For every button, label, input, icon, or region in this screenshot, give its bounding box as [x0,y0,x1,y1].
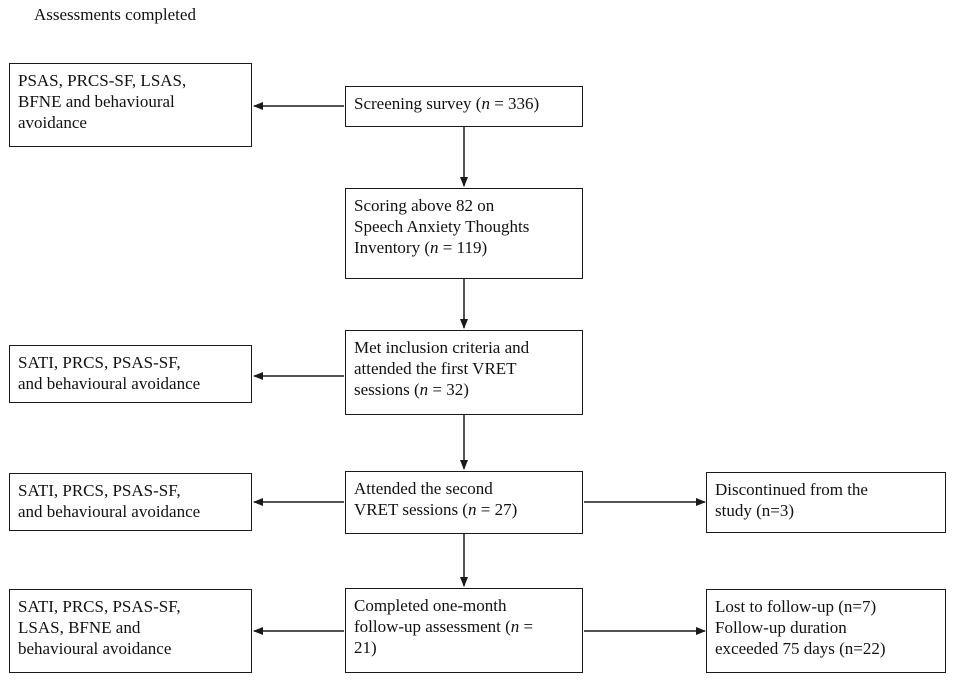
discontinued-box: Discontinued from the study (n=3) [706,472,946,533]
assessment-line: SATI, PRCS, PSAS-SF, [18,353,181,372]
assessment-box-first-vret: SATI, PRCS, PSAS-SF, and behavioural avo… [9,345,252,403]
inclusion-line-3: sessions (n = 32) [354,380,469,399]
followup-line-3: 21) [354,638,377,657]
assessment-line: LSAS, BFNE and [18,618,141,637]
second-vret-line-2: VRET sessions (n = 27) [354,500,518,519]
lost-to-followup-box: Lost to follow-up (n=7) Follow-up durati… [706,589,946,673]
lost-line: Lost to follow-up (n=7) [715,597,877,616]
inclusion-line-2: attended the first VRET [354,359,517,378]
assessment-line: and behavioural avoidance [18,374,201,393]
scoring-line-2: Speech Anxiety Thoughts [354,217,530,236]
discontinued-line: study (n=3) [715,501,794,520]
screening-survey-box: Screening survey (n = 336) [345,86,583,127]
assessment-box-screening: PSAS, PRCS-SF, LSAS, BFNE and behavioura… [9,63,252,147]
second-vret-box: Attended the second VRET sessions (n = 2… [345,471,583,534]
inclusion-box: Met inclusion criteria and attended the … [345,330,583,415]
screening-survey-text: Screening survey (n = 336) [354,94,540,113]
lost-line: exceeded 75 days (n=22) [715,639,886,658]
assessment-box-followup: SATI, PRCS, PSAS-SF, LSAS, BFNE and beha… [9,589,252,673]
assessment-line: PSAS, PRCS-SF, LSAS, [18,71,187,90]
assessment-line: behavioural avoidance [18,639,172,658]
assessment-line: BFNE and behavioural [18,92,175,111]
second-vret-line-1: Attended the second [354,479,493,498]
discontinued-line: Discontinued from the [715,480,868,499]
followup-line-2: follow-up assessment (n = [354,617,534,636]
lost-line: Follow-up duration [715,618,847,637]
assessment-line: SATI, PRCS, PSAS-SF, [18,597,181,616]
assessment-box-second-vret: SATI, PRCS, PSAS-SF, and behavioural avo… [9,473,252,531]
assessment-line: and behavioural avoidance [18,502,201,521]
followup-line-1: Completed one-month [354,596,507,615]
diagram-heading: Assessments completed [34,5,196,24]
scoring-line-3: Inventory (n = 119) [354,238,488,257]
assessment-line: avoidance [18,113,87,132]
scoring-line-1: Scoring above 82 on [354,196,495,215]
followup-box: Completed one-month follow-up assessment… [345,588,583,673]
inclusion-line-1: Met inclusion criteria and [354,338,530,357]
scoring-box: Scoring above 82 on Speech Anxiety Thoug… [345,188,583,279]
assessment-line: SATI, PRCS, PSAS-SF, [18,481,181,500]
